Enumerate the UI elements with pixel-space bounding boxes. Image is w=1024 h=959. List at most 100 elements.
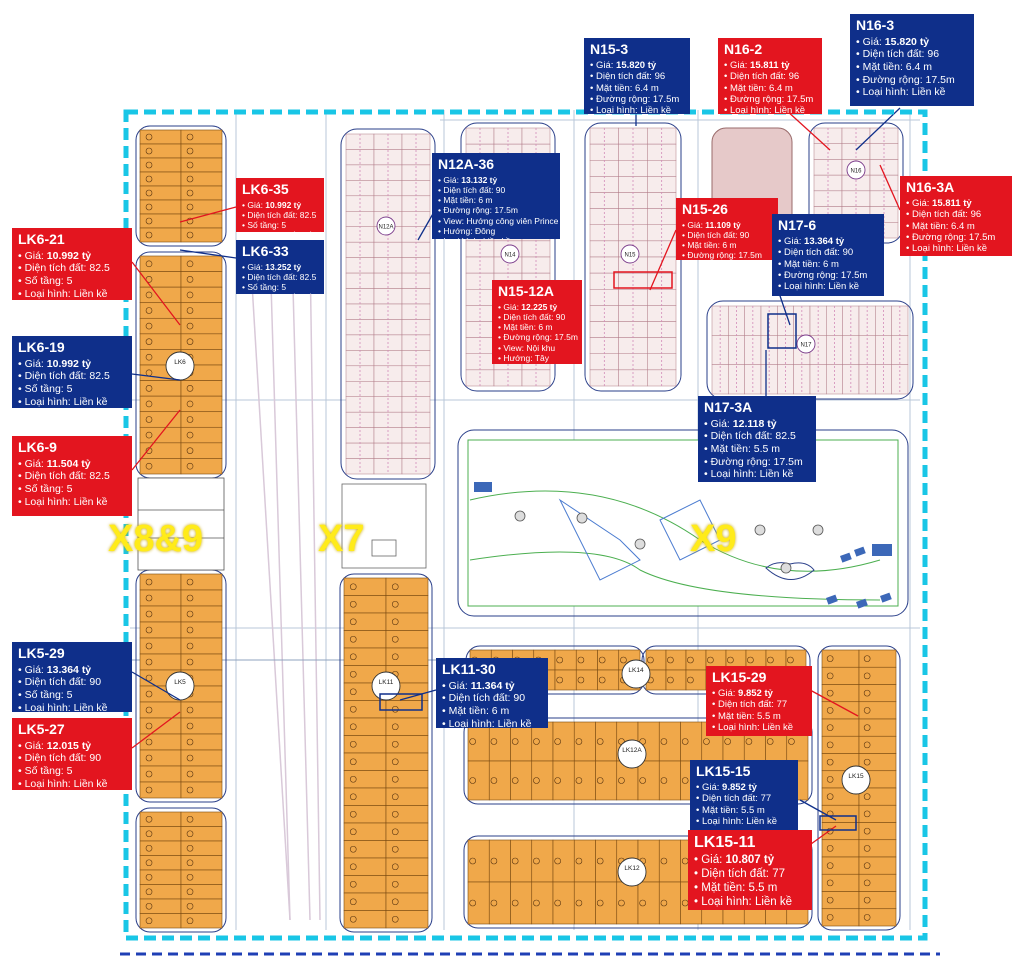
callout-line: • Diện tích đất: 90 [438, 184, 506, 195]
callout-title: N15-26 [682, 201, 728, 217]
callout-line-key: Mặt tiền: [710, 442, 754, 455]
callout-line-value: 90 [89, 676, 102, 689]
callout-line-key: Diện tích đất: [701, 793, 761, 805]
callout-line: • Giá: 13.252 tỷ [242, 261, 302, 272]
callout-line-key: Mặt tiền: [862, 60, 906, 73]
callout-line: • Giá: 11.504 tỷ [18, 457, 91, 470]
callout-line: • Đường rộng: 17.5m [682, 250, 762, 260]
callout-line: • Loại hình: Liền kề [704, 468, 794, 481]
callout-line-key: Giá: [503, 301, 522, 312]
callout-line: • Diện tích đất: 90 [18, 676, 102, 689]
callout-line-key: Diện tích đất: [717, 699, 777, 711]
townhouse-block-n12a [340, 128, 436, 480]
callout-line-key: Giá: [443, 174, 462, 185]
callout-line-key: Loại hình: [24, 495, 74, 508]
callout-line-key: Giá: [24, 739, 47, 752]
callout-line-value: 5.5 m [753, 442, 781, 455]
callout-line: • Đường rộng: 17.5m [498, 332, 578, 343]
callout-line: • Diện tích đất: 90 [442, 692, 526, 705]
callout-line: • Diện tích đất: 82.5 [18, 470, 110, 483]
callout-line: • Giá: 13.132 tỷ [438, 174, 498, 185]
svg-text:N12A: N12A [378, 225, 393, 231]
callout-line-value: 15.811 tỷ [750, 59, 790, 71]
callout-line: • Mặt tiền: 6.4 m [724, 82, 793, 94]
callout-line-key: Đường rộng: [710, 455, 774, 468]
callout-line: • Đường rộng: 17.5m [906, 231, 996, 243]
callout-line: • Giá: 10.992 tỷ [18, 249, 92, 262]
callout-line-key: Diện tích đất: [443, 184, 496, 195]
callout-line-value: 96 [654, 71, 666, 83]
callout-line: • Số tầng: 5 [18, 688, 73, 701]
callout-line: • Giá: 15.811 tỷ [906, 197, 972, 209]
callout-line-value: 90 [513, 692, 526, 705]
callout-lk6-9: LK6-9• Giá: 11.504 tỷ• Diện tích đất: 82… [12, 436, 132, 516]
callout-line: • Loại hình: Liền kề [712, 721, 793, 733]
callout-line: • Hướng: Đông [438, 225, 496, 236]
callout-lk6-19: LK6-19• Giá: 10.992 tỷ• Diện tích đất: 8… [12, 336, 132, 408]
callout-line-key: Giá: [24, 249, 47, 262]
callout-line-key: Giá: [24, 357, 47, 370]
callout-line: • Loại hình: Liền kề [18, 701, 108, 712]
callout-line: • Loại hình: Liền kề [438, 236, 554, 239]
callout-line: • Diện tích đất: 77 [712, 699, 788, 711]
callout-line: • Diện tích đất: 90 [682, 229, 750, 240]
callout-line-key: Mặt tiền: [911, 220, 952, 232]
callout-line-value: Đông [474, 225, 496, 236]
callout-line: • Giá: 11.109 tỷ [682, 219, 741, 230]
callout-line-value: 96 [788, 71, 800, 83]
callout-line-value: 6 m [538, 322, 553, 333]
callout-line: • Diện tích đất: 82.5 [18, 262, 110, 275]
callout-line-value: 90 [89, 752, 102, 765]
callout-line-key: Số tầng: [247, 282, 282, 293]
callout-line-key: Hướng: [503, 352, 535, 363]
block-code-n15: N15 [620, 244, 640, 264]
callout-line-value: 77 [772, 867, 785, 880]
callout-line-key: Loại hình: [503, 363, 543, 364]
callout-line: • Diện tích đất: 77 [694, 867, 785, 880]
callout-line: • Loại hình: Liền kề [242, 292, 318, 294]
callout-n16-2: N16-2• Giá: 15.811 tỷ• Diện tích đất: 96… [718, 38, 822, 114]
callout-line-key: Loại hình: [701, 815, 747, 827]
callout-line: • Diện tích đất: 96 [590, 71, 666, 83]
callout-line-value: 90 [739, 229, 750, 240]
callout-line-key: Mặt tiền: [783, 258, 824, 270]
callout-title: LK6-33 [242, 243, 289, 259]
callout-line-key: Loại hình: [24, 395, 74, 408]
callout-line-value: Liền kề [774, 105, 805, 114]
callout-line-key: Diện tích đất: [24, 470, 90, 483]
callout-line-key: Giá: [247, 199, 266, 210]
svg-text:LK14: LK14 [628, 667, 644, 674]
callout-line-key: Loại hình: [911, 243, 957, 255]
callout-line-value: 9.852 tỷ [738, 687, 773, 699]
callout-line: • Diện tích đất: 82.5 [704, 430, 796, 443]
callout-line-key: Diện tích đất: [24, 262, 90, 275]
block-code-lk12a: LK12A [617, 739, 647, 769]
callout-line: • Giá: 13.364 tỷ [778, 235, 845, 247]
callout-line: • View: Nội khu [498, 342, 556, 353]
callout-line-key: Loại hình: [701, 895, 755, 908]
callout-line-value: 82.5 [775, 430, 796, 443]
callout-line-value: 82.5 [89, 370, 110, 383]
callout-line-key: Diện tích đất: [448, 692, 514, 705]
callout-line-value: 6.4 m [635, 82, 659, 94]
block-code-lk15: LK15 [841, 765, 871, 795]
callout-n12a-36: N12A-36• Giá: 13.132 tỷ• Diện tích đất: … [432, 153, 560, 239]
callout-lk5-29: LK5-29• Giá: 13.364 tỷ• Diện tích đất: 9… [12, 642, 132, 712]
callout-line-value: 15.820 tỷ [616, 59, 657, 71]
callout-line-value: 15.820 tỷ [884, 35, 930, 48]
callout-line-key: Loại hình: [710, 468, 760, 481]
callout-line: • Giá: 9.852 tỷ [696, 781, 757, 793]
callout-line: • Diện tích đất: 96 [856, 48, 940, 61]
callout-line-value: Liền kề [543, 363, 570, 364]
callout-line-value: Tây [534, 352, 549, 363]
callout-line: • Loại hình: Liền kề [18, 287, 108, 300]
callout-line-key: Giá: [24, 663, 47, 676]
callout-line: • Giá: 11.364 tỷ [442, 679, 515, 692]
callout-line: • Mặt tiền: 6.4 m [590, 82, 659, 94]
townhouse-block-n15 [584, 122, 682, 392]
block-code-n12a: N12A [376, 216, 396, 236]
lot-block-lk15 [817, 645, 901, 931]
callout-title: LK15-15 [696, 763, 751, 779]
callout-line: • Mặt tiền: 6 m [438, 195, 493, 206]
